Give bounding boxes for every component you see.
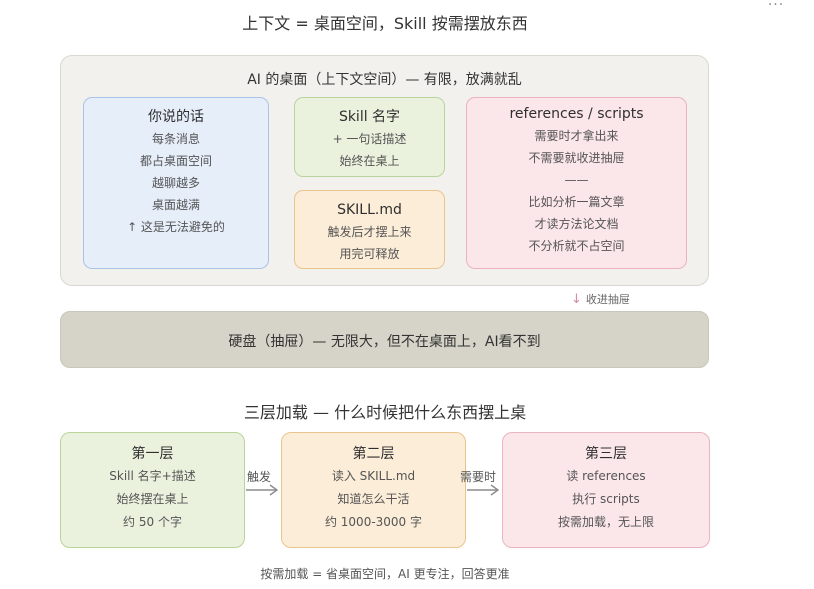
layer-3-box: 第三层 读 references 执行 scripts 按需加载，无上限 [502,432,710,548]
diagram-title: 上下文 = 桌面空间，Skill 按需摆放东西 [242,14,528,33]
layer-1-box: 第一层 Skill 名字+描述 始终摆在桌上 约 50 个字 [60,432,245,548]
card-skill-name: Skill 名字 + 一句话描述 始终在桌上 [294,97,445,177]
card-line: 越聊越多 [151,176,200,190]
card-skill-md-head: SKILL.md [337,202,402,218]
more-options-icon[interactable]: ··· [767,0,785,13]
layer-line: 按需加载，无上限 [557,515,654,529]
arrow-right-icon [467,484,500,496]
drawer-note: ↓ 收进抽屉 [571,290,630,308]
desk-title: AI 的桌面（上下文空间）— 有限，放满就乱 [247,72,522,88]
disk-drawer-label: 硬盘（抽屉）— 无限大，但不在桌面上，AI看不到 [228,334,541,350]
layer-line: 读入 SKILL.md [331,469,416,483]
layer-line: 知道怎么干活 [337,492,410,506]
card-skill-name-head: Skill 名字 [338,109,401,125]
card-line: 用完可释放 [339,247,400,261]
arrow-right-icon [246,484,279,496]
arrow-down-icon: ↓ [571,291,582,307]
disk-drawer-bar: 硬盘（抽屉）— 无限大，但不在桌面上，AI看不到 [60,311,709,368]
card-your-messages-head: 你说的话 [148,109,204,125]
transition-label-trigger: 触发 [247,470,272,484]
card-skill-md: SKILL.md 触发后才摆上来 用完可释放 [294,190,445,269]
layer-2-box: 第二层 读入 SKILL.md 知道怎么干活 约 1000-3000 字 [281,432,466,548]
layer-line: 约 50 个字 [123,515,182,529]
footer-summary: 按需加载 = 省桌面空间，AI 更专注，回答更准 [260,567,510,581]
card-line: 不分析就不占空间 [528,239,625,253]
card-divider: —— [564,173,589,187]
card-line: 比如分析一篇文章 [528,195,625,209]
layer-line: 读 references [566,469,646,483]
card-references-head: references / scripts [509,106,644,122]
card-line: 需要时才拿出来 [534,129,619,143]
layer-line: 执行 scripts [572,492,640,506]
layer-1-head: 第一层 [131,446,174,462]
card-line: 每条消息 [151,132,200,146]
card-line: 才读方法论文档 [534,217,619,231]
card-line: + 一句话描述 [332,132,407,146]
layer-line: 约 1000-3000 字 [324,515,423,529]
card-references-scripts: references / scripts 需要时才拿出来 不需要就收进抽屉 ——… [466,97,687,269]
card-line: 触发后才摆上来 [327,225,412,239]
card-line: 都占桌面空间 [139,154,212,168]
transition-label-when-needed: 需要时 [460,470,497,484]
layer-3-head: 第三层 [585,446,627,462]
layer-line: 始终摆在桌上 [116,492,189,506]
card-line: 不需要就收进抽屉 [528,151,625,165]
drawer-note-label: 收进抽屉 [585,293,630,306]
layer-line: Skill 名字+描述 [109,469,196,483]
card-line: 始终在桌上 [339,154,400,168]
card-line: 桌面越满 [151,198,200,212]
layers-title: 三层加载 — 什么时候把什么东西摆上桌 [243,403,527,422]
card-your-messages: 你说的话 每条消息 都占桌面空间 越聊越多 桌面越满 ↑ 这是无法避免的 [83,97,269,269]
layer-2-head: 第二层 [352,446,395,462]
card-line: ↑ 这是无法避免的 [127,220,225,234]
